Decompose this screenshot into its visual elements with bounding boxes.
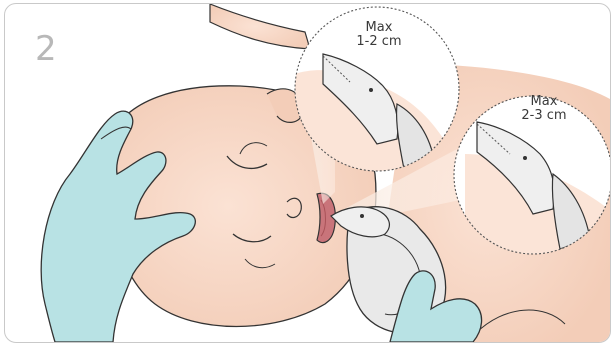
infant-arm [210,4,310,49]
callout-1-value: 1-2 cm [347,35,411,49]
illustration-frame: 2 Max 1-2 cm Max 2-3 cm [4,3,611,343]
infant-suction-scene [5,4,610,342]
callout-2-title: Max [512,95,576,109]
callout-label-2: Max 2-3 cm [512,95,576,123]
callout-label-1: Max 1-2 cm [347,21,411,49]
callout-2-value: 2-3 cm [512,109,576,123]
callout-1-title: Max [347,21,411,35]
step-number: 2 [35,32,57,66]
